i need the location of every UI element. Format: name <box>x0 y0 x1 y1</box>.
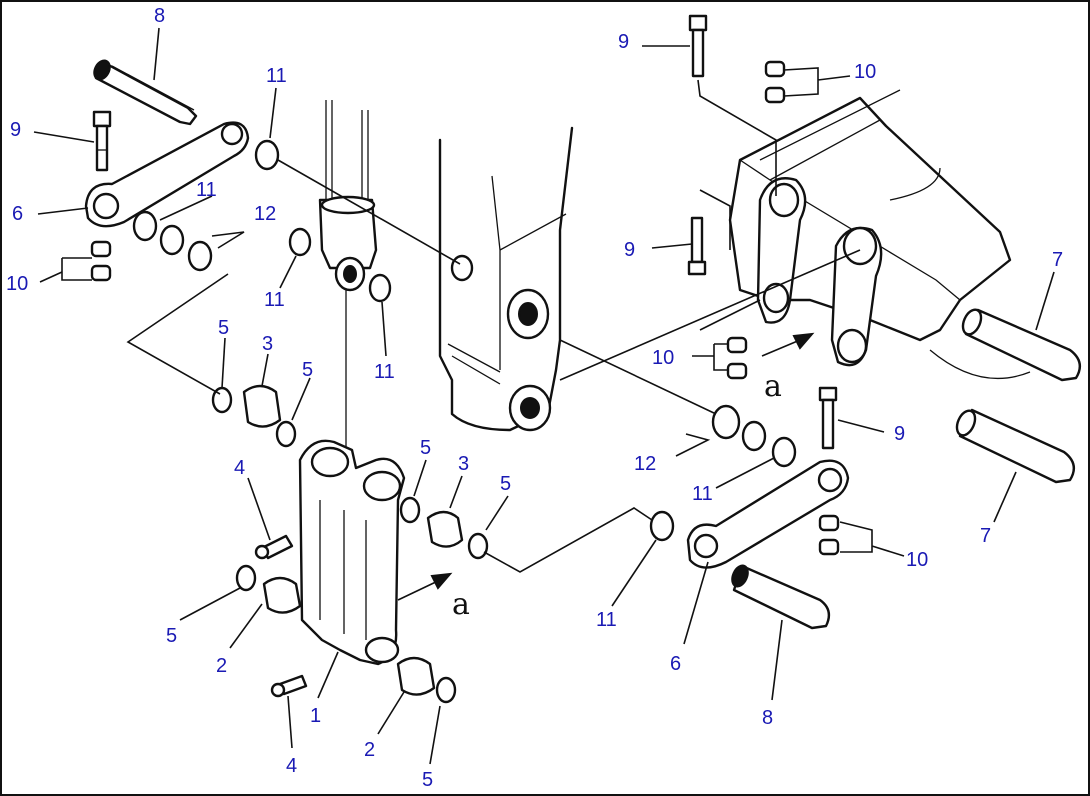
callout-2: 2 <box>364 739 375 761</box>
link-1 <box>298 439 406 666</box>
callout-10: 10 <box>854 61 876 83</box>
callout-3: 3 <box>262 333 273 355</box>
nuts-10-top-right <box>764 60 786 104</box>
bucket <box>728 89 1031 379</box>
callout-11: 11 <box>692 483 713 505</box>
callout-8: 8 <box>762 707 773 729</box>
callout-11: 11 <box>266 65 287 87</box>
arrow-a-left <box>397 572 453 601</box>
callout-12: 12 <box>634 453 656 475</box>
link-6-top <box>84 121 250 228</box>
pin-7-upper <box>961 308 1082 382</box>
callout-6: 6 <box>670 653 681 675</box>
callout-11: 11 <box>374 361 395 383</box>
callout-5: 5 <box>218 317 229 339</box>
callout-7: 7 <box>1052 249 1063 271</box>
callout-11: 11 <box>596 609 617 631</box>
link-6-lower <box>686 459 850 569</box>
washers-right-cluster <box>649 404 797 542</box>
callout-11: 11 <box>264 289 285 311</box>
bolt-9-lower-right <box>818 386 838 450</box>
leader-lines <box>33 27 1055 765</box>
callout-8: 8 <box>154 5 165 27</box>
washers-left-cluster <box>132 139 392 303</box>
callout-2: 2 <box>216 655 227 677</box>
direction-label-a: a <box>452 587 470 622</box>
arm <box>438 126 574 432</box>
nuts-10-mid-right <box>726 336 748 380</box>
callout-5: 5 <box>420 437 431 459</box>
direction-labels: a a <box>452 369 782 622</box>
pin-8-lower <box>731 564 831 630</box>
callout-6: 6 <box>12 203 23 225</box>
callout-9: 9 <box>10 119 21 141</box>
callout-5: 5 <box>422 769 433 791</box>
callout-12: 12 <box>254 203 276 225</box>
bushing-set-upper <box>211 384 297 448</box>
callout-10: 10 <box>906 549 928 571</box>
arrow-a-right <box>761 332 815 357</box>
callout-10: 10 <box>652 347 674 369</box>
callout-9: 9 <box>618 31 629 53</box>
callout-9: 9 <box>894 423 905 445</box>
callout-1: 1 <box>310 705 321 727</box>
callout-4: 4 <box>286 755 297 777</box>
nuts-10-left <box>61 240 112 282</box>
callout-10: 10 <box>6 273 28 295</box>
bolt-9-mid-right <box>687 216 707 276</box>
grease-fitting-4-upper <box>254 534 294 560</box>
bolt-9-left <box>92 110 112 172</box>
nuts-10-lower-right <box>818 514 840 556</box>
pin-7-lower <box>955 408 1076 484</box>
bushing-set-middle <box>399 496 489 560</box>
pin-8-top <box>93 59 198 126</box>
callout-4: 4 <box>234 457 245 479</box>
bolt-9-top-right <box>688 14 708 78</box>
direction-label-a: a <box>764 369 782 404</box>
callout-11: 11 <box>196 179 217 201</box>
callout-3: 3 <box>458 453 469 475</box>
callout-5: 5 <box>302 359 313 381</box>
callout-5: 5 <box>166 625 177 647</box>
bushing-set-lower <box>235 564 457 704</box>
grease-fitting-4-lower <box>270 674 308 698</box>
callout-5: 5 <box>500 473 511 495</box>
callout-9: 9 <box>624 239 635 261</box>
cylinder-rod <box>318 100 378 470</box>
callout-labels: 8 9 6 10 11 11 12 11 11 5 3 5 4 5 3 5 5 … <box>6 5 1063 791</box>
callout-7: 7 <box>980 525 991 547</box>
